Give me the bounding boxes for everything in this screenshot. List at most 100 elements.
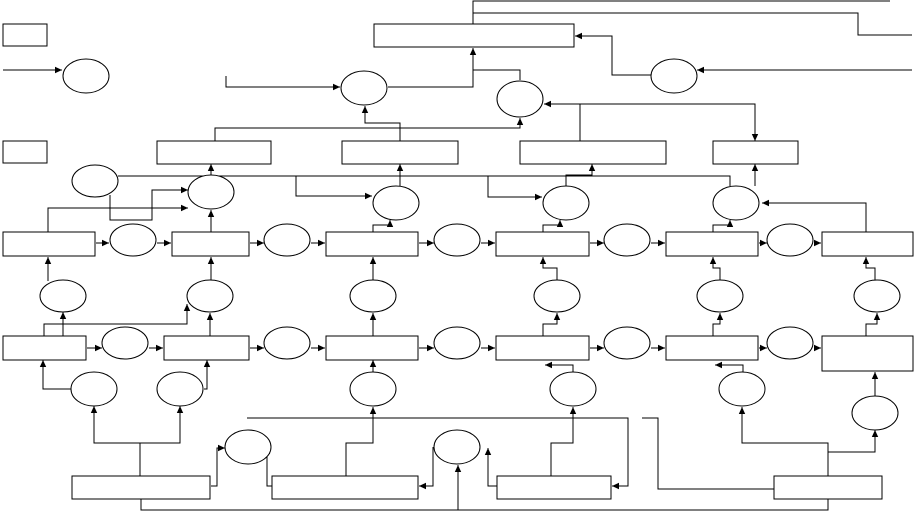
connector bbox=[715, 361, 744, 372]
connector bbox=[203, 360, 211, 390]
flow-node bbox=[542, 185, 590, 221]
connector bbox=[575, 32, 651, 76]
connector bbox=[473, 69, 521, 80]
process-box bbox=[325, 231, 419, 257]
flow-node bbox=[349, 279, 397, 313]
flow-node bbox=[263, 223, 311, 257]
flow-node bbox=[433, 326, 481, 360]
process-box bbox=[712, 140, 799, 165]
process-box bbox=[2, 335, 87, 361]
connector bbox=[43, 304, 191, 336]
process-box bbox=[2, 140, 48, 164]
connector bbox=[118, 175, 731, 186]
connector bbox=[542, 313, 561, 336]
connector bbox=[542, 220, 564, 232]
connector bbox=[539, 257, 558, 281]
flow-node bbox=[39, 279, 87, 313]
flow-node bbox=[496, 80, 544, 118]
process-box bbox=[496, 475, 612, 500]
nodes bbox=[39, 58, 901, 465]
connector bbox=[579, 103, 759, 141]
flow-node bbox=[70, 371, 118, 407]
connector bbox=[140, 465, 829, 511]
connector bbox=[642, 417, 774, 490]
connector bbox=[140, 406, 184, 444]
connector bbox=[109, 186, 188, 221]
flow-node bbox=[101, 326, 149, 360]
flow-node bbox=[650, 58, 698, 94]
process-box bbox=[171, 231, 250, 257]
process-box bbox=[271, 475, 419, 500]
flow-node bbox=[187, 174, 235, 210]
connector bbox=[712, 220, 734, 232]
connector bbox=[828, 430, 879, 453]
flow-node bbox=[433, 223, 481, 257]
process-box bbox=[519, 140, 667, 165]
process-box bbox=[821, 335, 914, 372]
connector bbox=[484, 448, 497, 487]
process-box bbox=[665, 335, 759, 361]
flow-node bbox=[349, 371, 397, 407]
flow-node bbox=[603, 326, 651, 360]
flow-node bbox=[853, 279, 901, 313]
process-box bbox=[821, 231, 914, 257]
process-box bbox=[373, 23, 575, 48]
flow-node bbox=[533, 279, 581, 313]
flow-node bbox=[340, 70, 388, 106]
flow-node bbox=[766, 326, 814, 360]
connector bbox=[345, 407, 377, 476]
process-box bbox=[773, 475, 883, 500]
flow-node bbox=[549, 371, 597, 407]
connector bbox=[862, 257, 876, 281]
process-box bbox=[665, 231, 759, 257]
process-box bbox=[495, 231, 590, 257]
connector bbox=[263, 447, 272, 487]
flow-node bbox=[372, 185, 420, 221]
connectors bbox=[3, 0, 912, 511]
connector bbox=[709, 257, 721, 281]
connector bbox=[225, 76, 340, 91]
flow-node bbox=[156, 371, 204, 407]
boxes bbox=[2, 23, 914, 500]
connector bbox=[738, 407, 829, 476]
process-box bbox=[2, 23, 48, 47]
connector bbox=[762, 199, 867, 233]
connector bbox=[388, 48, 477, 88]
process-box bbox=[325, 335, 419, 361]
connector bbox=[487, 176, 542, 201]
connector bbox=[90, 406, 141, 476]
flow-node bbox=[851, 395, 899, 431]
flow-node bbox=[712, 185, 760, 221]
connector bbox=[295, 176, 372, 200]
connector bbox=[372, 220, 394, 232]
connector bbox=[419, 447, 434, 490]
flow-node bbox=[186, 279, 234, 313]
connector bbox=[565, 164, 596, 186]
flow-node bbox=[718, 371, 766, 407]
connector bbox=[545, 361, 574, 372]
connector bbox=[39, 360, 71, 390]
connector bbox=[361, 106, 401, 141]
flow-node bbox=[224, 429, 272, 465]
connector bbox=[214, 118, 524, 141]
connector bbox=[47, 204, 188, 232]
connector bbox=[712, 313, 724, 336]
flow-node bbox=[433, 429, 481, 465]
process-box bbox=[156, 140, 272, 165]
flow-node bbox=[696, 279, 744, 313]
flow-node bbox=[71, 164, 119, 198]
process-box bbox=[71, 475, 211, 500]
flow-node bbox=[263, 326, 311, 360]
connector bbox=[550, 407, 577, 476]
flow-node bbox=[109, 223, 157, 257]
connector bbox=[247, 417, 629, 490]
process-box bbox=[163, 335, 250, 361]
process-box bbox=[341, 140, 459, 165]
process-box bbox=[495, 335, 590, 361]
process-box bbox=[2, 231, 96, 257]
flow-node bbox=[62, 58, 110, 94]
flow-node bbox=[766, 223, 814, 257]
connector bbox=[472, 12, 912, 36]
